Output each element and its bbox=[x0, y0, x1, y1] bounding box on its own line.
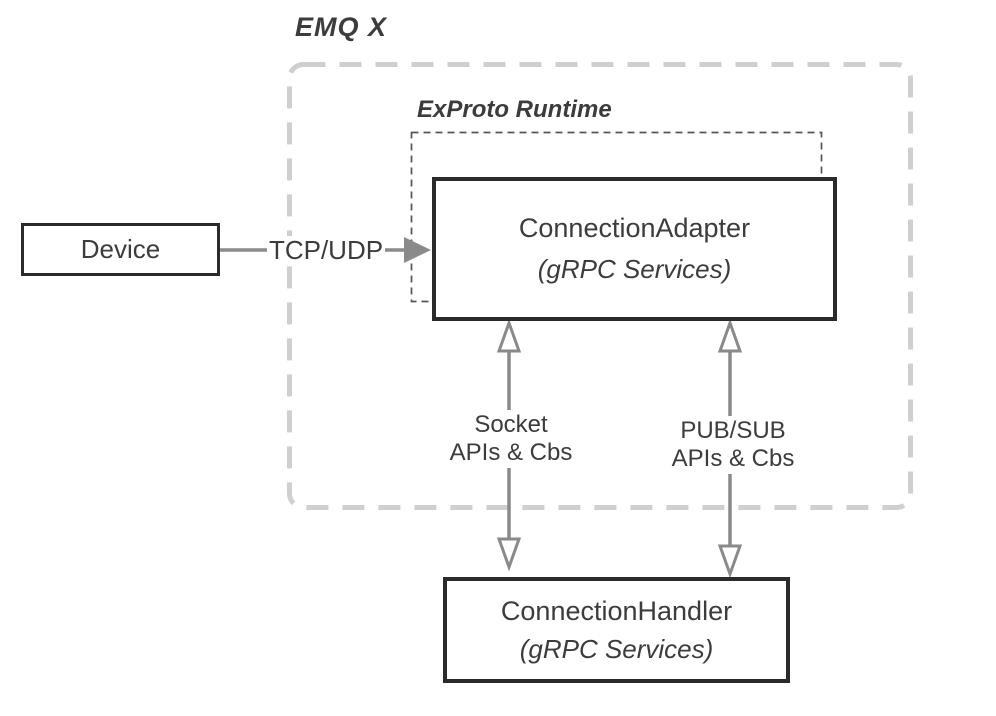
tcp-udp-arrowhead bbox=[404, 237, 431, 263]
pubsub-down-arrowhead bbox=[717, 544, 743, 579]
device-node: Device bbox=[21, 223, 220, 276]
connection-adapter-title: ConnectionAdapter bbox=[518, 213, 751, 244]
socket-edge-label-line1: Socket bbox=[474, 411, 548, 438]
connection-handler-node: ConnectionHandler (gRPC Services) bbox=[443, 577, 790, 683]
tcp-udp-edge-label: TCP/UDP bbox=[267, 235, 385, 265]
device-node-label: Device bbox=[80, 234, 161, 265]
emqx-container-title: EMQ X bbox=[295, 12, 388, 42]
pubsub-edge-label-line1: PUB/SUB bbox=[680, 417, 786, 444]
connection-adapter-subtitle: (gRPC Services) bbox=[537, 254, 732, 285]
socket-up-arrowhead bbox=[496, 318, 522, 353]
pubsub-edge-label: PUB/SUB APIs & Cbs bbox=[669, 416, 797, 474]
socket-edge-label: Socket APIs & Cbs bbox=[447, 410, 575, 468]
pubsub-edge-label-line2: APIs & Cbs bbox=[671, 445, 795, 472]
connection-handler-subtitle: (gRPC Services) bbox=[519, 633, 714, 664]
exproto-runtime-title: ExProto Runtime bbox=[417, 96, 612, 123]
socket-down-arrowhead bbox=[496, 537, 522, 572]
socket-edge-label-line2: APIs & Cbs bbox=[449, 439, 573, 466]
emqx-container-border bbox=[287, 62, 913, 510]
connection-handler-title: ConnectionHandler bbox=[500, 595, 733, 626]
connection-adapter-node: ConnectionAdapter (gRPC Services) bbox=[432, 177, 837, 321]
pubsub-up-arrowhead bbox=[717, 318, 743, 353]
